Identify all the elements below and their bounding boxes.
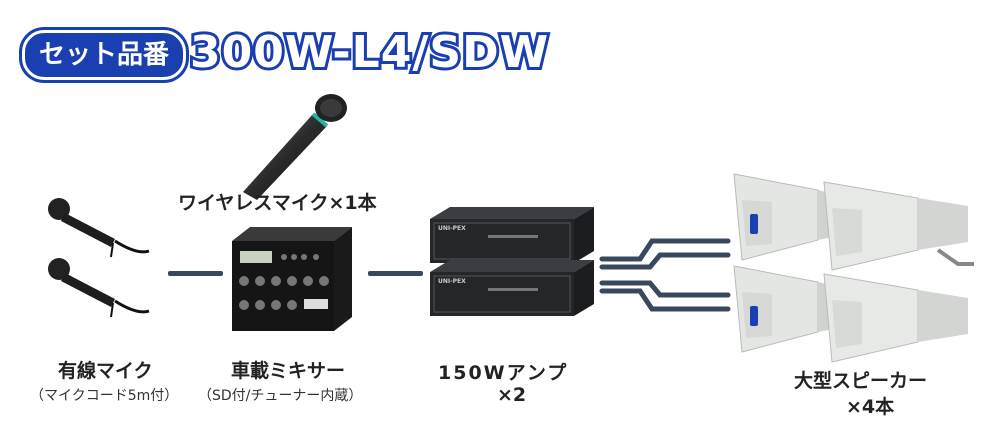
amp-label: 150Wアンプ bbox=[438, 362, 569, 384]
speaker-image-2 bbox=[823, 181, 974, 271]
wired-mic-sublabel: （マイクコード5m付） bbox=[30, 388, 179, 404]
wired-mic-label: 有線マイク bbox=[58, 360, 153, 382]
wired-mic-image-1 bbox=[48, 198, 150, 258]
speaker-image-4 bbox=[823, 273, 968, 363]
mixer-label: 車載ミキサー bbox=[231, 360, 346, 382]
set-number-code: 300W-L4/SDW bbox=[187, 25, 551, 81]
amp-brand-2: UNI-PEX bbox=[438, 278, 466, 285]
wireless-mic-label: ワイヤレスマイク×1本 bbox=[178, 192, 377, 214]
speaker-cables bbox=[599, 238, 731, 312]
amp-image-2 bbox=[430, 260, 594, 316]
cable-mic-mixer bbox=[168, 271, 223, 276]
amp-image-1 bbox=[430, 207, 594, 263]
set-number-badge: セット品番 bbox=[22, 30, 187, 80]
mixer-sublabel: （SD付/チューナー内蔵） bbox=[198, 388, 363, 404]
wireless-mic-image bbox=[243, 94, 347, 200]
amp-qty: ×2 bbox=[497, 384, 527, 406]
speaker-label: 大型スピーカー bbox=[794, 370, 928, 392]
amp-brand-1: UNI-PEX bbox=[438, 225, 466, 232]
cable-mixer-amp bbox=[368, 271, 423, 276]
wired-mic-image-2 bbox=[48, 258, 150, 318]
mixer-image bbox=[232, 227, 352, 331]
speaker-qty: ×4本 bbox=[846, 396, 895, 418]
